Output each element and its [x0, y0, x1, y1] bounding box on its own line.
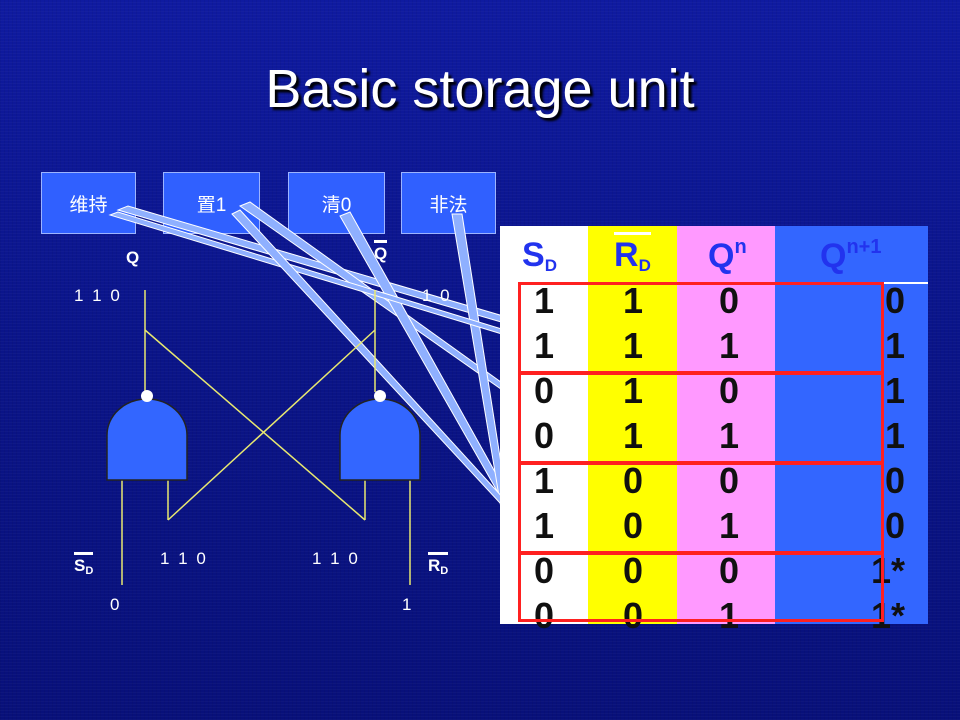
table-cell-r5-c2: 0 [622, 460, 644, 501]
highlight-hold [518, 282, 884, 374]
table-cell-r3-c4: 1 [884, 370, 905, 411]
gate-left-input-values: 1 1 0 [160, 549, 208, 568]
table-cell-r2-c4: 1 [884, 325, 905, 366]
rd-input-label: RD [428, 552, 449, 577]
highlight-set [518, 372, 884, 464]
callout-reset: 清0 [288, 172, 385, 234]
header-qn1: Qn+1 [820, 236, 882, 275]
table-cell-r4-c3: 1 [718, 415, 740, 456]
nand-gate-right [339, 398, 421, 481]
callout-line-set-2 [231, 209, 506, 504]
table-cell-r2-c3: 1 [718, 325, 740, 366]
table-cell-r5-c4: 0 [884, 460, 905, 501]
table-cell-r4-c2: 1 [622, 415, 644, 456]
table-cell-r5-c1: 1 [533, 460, 555, 501]
header-sd: SD [522, 231, 557, 276]
header-qn: Qn [708, 236, 747, 275]
table-cell-r7-c4: 1* [870, 550, 905, 591]
q-output-label: Q [126, 248, 140, 267]
table-cell-r1-c3: 0 [718, 280, 740, 321]
table-cell-r6-c4: 0 [884, 505, 905, 546]
nand-gate-left [106, 398, 188, 481]
table-cell-r7-c2: 0 [622, 550, 644, 591]
sd-input-value: 0 [110, 595, 120, 614]
table-cell-r7-c1: 0 [533, 550, 555, 591]
table-cell-r1-c4: 0 [884, 280, 905, 321]
q-output-values: 1 1 0 [74, 286, 122, 305]
table-cell-r6-c2: 0 [622, 505, 644, 546]
table-cell-r1-c2: 1 [622, 280, 644, 321]
table-cell-r8-c2: 0 [622, 595, 644, 636]
table-cell-r6-c1: 1 [533, 505, 555, 546]
table-cell-r1-c1: 1 [533, 280, 555, 321]
column-sd [500, 226, 588, 624]
table-cell-r4-c1: 0 [533, 415, 555, 456]
sd-input-label: SD [74, 552, 94, 577]
header-rd: RD [614, 231, 651, 276]
gate-right-bubble [374, 390, 386, 402]
page-title: Basic storage unit [265, 59, 695, 119]
table-cell-r6-c3: 1 [718, 505, 740, 546]
gate-right-input-values: 1 1 0 [312, 549, 360, 568]
table-cell-r3-c1: 0 [533, 370, 555, 411]
highlight-invalid [518, 552, 884, 622]
table-cell-r5-c3: 0 [718, 460, 740, 501]
rd-input-value: 1 [402, 595, 412, 614]
callout-set: 置1 [163, 172, 260, 234]
q-bar-output-label: Q [374, 240, 388, 263]
table-cell-r8-c3: 1 [718, 595, 740, 636]
q-bar-output-values: 1 0 [422, 286, 452, 305]
callout-hold: 维持 [41, 172, 136, 234]
table-cell-r8-c1: 0 [533, 595, 555, 636]
table-cell-r8-c4: 1* [870, 595, 905, 636]
table-cell-r7-c3: 0 [718, 550, 740, 591]
highlight-reset [518, 462, 884, 554]
table-cell-r4-c4: 1 [884, 415, 905, 456]
column-qn1 [775, 226, 928, 624]
gate-left-bubble [141, 390, 153, 402]
table-cell-r2-c1: 1 [533, 325, 555, 366]
column-rd [588, 226, 677, 624]
table-cell-r2-c2: 1 [622, 325, 644, 366]
callout-invalid: 非法 [401, 172, 496, 234]
column-qn [677, 226, 775, 624]
callout-line-reset [339, 211, 515, 511]
table-cell-r3-c3: 0 [718, 370, 740, 411]
table-cell-r3-c2: 1 [622, 370, 644, 411]
